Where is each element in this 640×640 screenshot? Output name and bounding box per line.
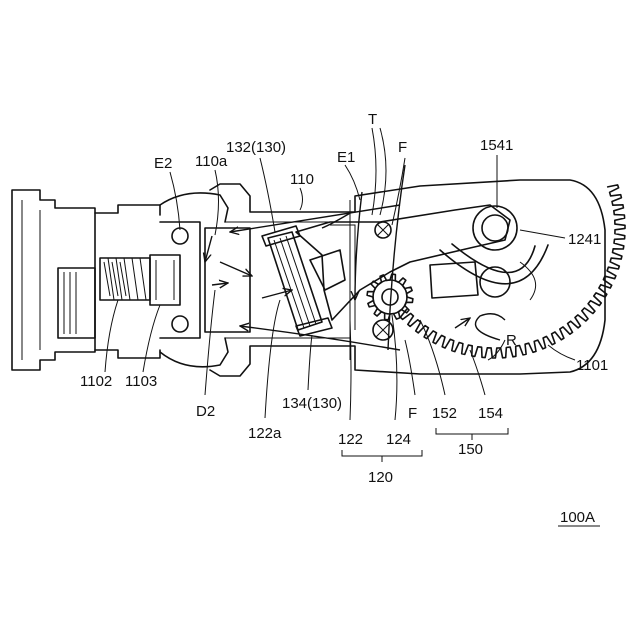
blade-122a — [262, 226, 332, 336]
label-t: T — [368, 111, 377, 128]
label-122a: 122a — [248, 425, 282, 442]
figure-id: 100A — [560, 509, 595, 526]
label-134: 134(130) — [282, 395, 342, 412]
screw-upper — [375, 222, 391, 238]
label-152: 152 — [432, 405, 457, 422]
valve-seat-1103 — [150, 222, 200, 338]
label-f-bottom: F — [408, 405, 417, 422]
label-e2: E2 — [154, 155, 172, 172]
label-1103: 1103 — [125, 373, 157, 390]
label-1101: 1101 — [576, 357, 608, 374]
label-132: 132(130) — [226, 139, 286, 156]
label-150: 150 — [458, 441, 483, 458]
label-124: 124 — [386, 431, 411, 448]
label-120: 120 — [368, 469, 393, 486]
valve-spring-1102 — [100, 258, 150, 300]
label-154: 154 — [478, 405, 503, 422]
label-e1: E1 — [337, 149, 355, 166]
label-d2: D2 — [196, 403, 215, 420]
end-fitting — [12, 190, 160, 370]
bracket-150 — [436, 428, 508, 440]
label-r: R — [506, 332, 517, 349]
bracket-120 — [342, 450, 422, 462]
screw-lower — [373, 320, 393, 340]
label-f-top: F — [398, 139, 407, 156]
label-110: 110 — [290, 171, 314, 188]
label-122: 122 — [338, 431, 363, 448]
label-110a: 110a — [195, 153, 228, 170]
leader-lines — [105, 128, 575, 420]
label-1541: 1541 — [480, 137, 513, 154]
label-1102: 1102 — [80, 373, 112, 390]
label-1241: 1241 — [568, 231, 601, 248]
